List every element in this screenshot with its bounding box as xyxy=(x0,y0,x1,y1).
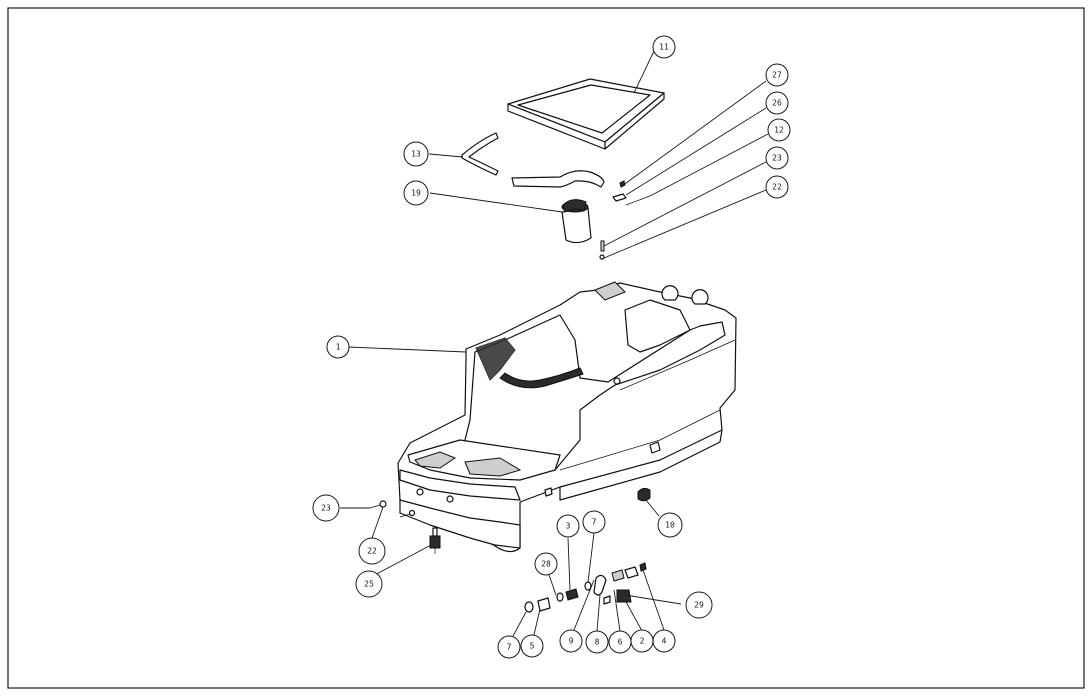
callout-label: 23 xyxy=(321,504,331,513)
callout-label: 29 xyxy=(694,601,704,610)
callout-label: 2 xyxy=(640,637,645,646)
part-11-tray xyxy=(507,78,665,150)
callout-c25: 25 xyxy=(355,570,383,598)
callout-c3: 3 xyxy=(556,514,580,538)
callout-label: 7 xyxy=(592,518,597,527)
callout-c23b: 23 xyxy=(312,494,340,522)
callout-label: 3 xyxy=(566,522,571,531)
callout-c8: 8 xyxy=(585,630,609,654)
callout-c27: 27 xyxy=(765,63,789,87)
part-10-nut xyxy=(637,487,651,502)
callout-label: 5 xyxy=(530,642,535,651)
bottom-hardware xyxy=(369,500,647,613)
callout-c4: 4 xyxy=(652,629,676,653)
callout-c28: 28 xyxy=(534,552,558,576)
callout-label: 9 xyxy=(569,637,574,646)
callout-c29: 29 xyxy=(685,591,713,619)
callout-c2: 2 xyxy=(630,629,654,653)
callout-label: 6 xyxy=(618,638,623,647)
callout-label: 22 xyxy=(772,183,782,192)
callout-c11: 11 xyxy=(652,35,676,59)
callout-c13: 13 xyxy=(403,141,429,167)
callout-label: 7 xyxy=(507,643,512,652)
callout-label: 8 xyxy=(595,638,600,647)
callout-label: 25 xyxy=(364,580,374,589)
callout-c10: 10 xyxy=(657,512,683,538)
part-19-cup xyxy=(561,199,592,244)
callout-c19: 19 xyxy=(403,180,429,206)
callout-label: 22 xyxy=(367,547,377,556)
callout-label: 13 xyxy=(411,150,421,159)
callout-label: 28 xyxy=(541,560,551,569)
callout-c6: 6 xyxy=(608,630,632,654)
callout-c26: 26 xyxy=(765,91,789,115)
callout-c23a: 23 xyxy=(765,146,789,170)
callout-label: 11 xyxy=(659,43,669,52)
drawing-frame xyxy=(7,7,1085,689)
callout-label: 19 xyxy=(411,189,421,198)
callout-c22a: 22 xyxy=(765,175,789,199)
callout-c7b: 7 xyxy=(497,635,521,659)
callout-label: 23 xyxy=(772,154,782,163)
callout-c12: 12 xyxy=(767,118,791,142)
callout-label: 10 xyxy=(665,521,675,530)
callout-label: 4 xyxy=(662,637,667,646)
callout-label: 27 xyxy=(772,71,782,80)
callout-label: 26 xyxy=(772,99,782,108)
part-1-console-body xyxy=(397,281,737,553)
leader-lines xyxy=(340,50,769,639)
callout-c9: 9 xyxy=(559,629,583,653)
callout-label: 1 xyxy=(336,343,341,352)
callout-c1: 1 xyxy=(326,335,350,359)
callout-c5: 5 xyxy=(520,634,544,658)
part-13-strips xyxy=(461,132,605,188)
small-hardware-top xyxy=(599,180,651,260)
callout-c22b: 22 xyxy=(358,537,386,565)
callout-label: 12 xyxy=(774,126,784,135)
callout-c7a: 7 xyxy=(582,510,606,534)
